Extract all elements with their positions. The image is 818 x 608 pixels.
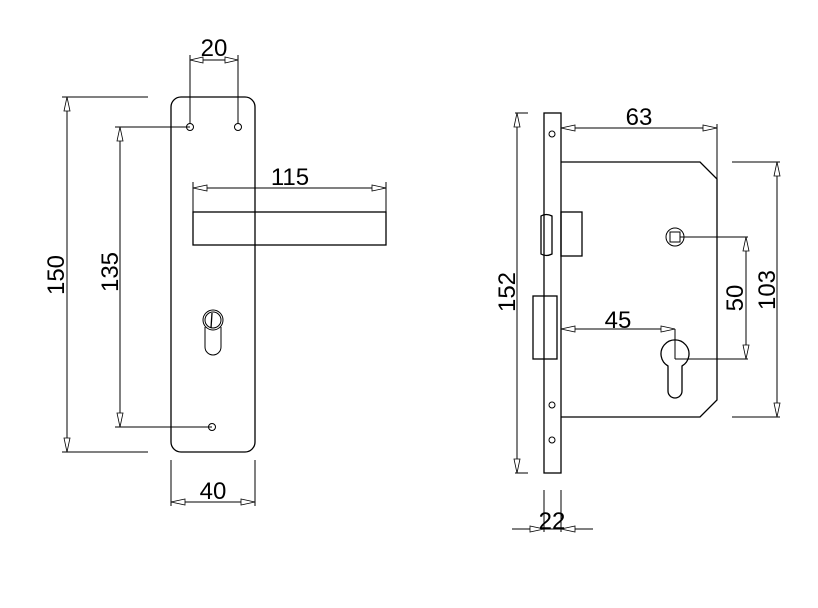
screw-hole	[548, 401, 556, 409]
dimension-label: 50	[722, 285, 749, 312]
cylinder-keyhole	[660, 339, 690, 399]
dimension-45: 45	[560, 307, 676, 359]
cylinder-keyhole	[202, 309, 224, 356]
dimension-103: 103	[732, 161, 781, 418]
dimension-label: 150	[43, 255, 70, 295]
dimension-label: 152	[494, 272, 521, 312]
dimension-label: 115	[271, 164, 309, 191]
dimension-label: 20	[201, 35, 228, 62]
latch-bolt	[540, 211, 583, 257]
dimension-150: 150	[43, 96, 148, 453]
dimension-40: 40	[170, 460, 256, 506]
dimension-135: 135	[97, 126, 212, 428]
faceplate	[543, 112, 562, 474]
screw-hole	[234, 123, 242, 131]
lever-handle	[192, 211, 387, 246]
handle-plate-view: 20 150 135 115	[43, 35, 387, 506]
dimension-63: 63	[560, 104, 718, 180]
lock-case	[561, 161, 718, 418]
dead-bolt	[532, 295, 558, 360]
back-plate	[170, 96, 256, 453]
lock-body-view: 63 152 45 50	[494, 104, 781, 535]
dimension-50: 50	[675, 236, 750, 360]
dimension-22: 22	[512, 490, 593, 535]
dimension-label: 135	[97, 252, 124, 292]
dimension-152: 152	[494, 112, 528, 474]
screw-hole	[548, 436, 556, 444]
dimension-20: 20	[189, 35, 239, 124]
dimension-label: 45	[605, 307, 632, 334]
dimension-label: 63	[626, 104, 653, 131]
dimension-label: 40	[200, 478, 227, 505]
dimension-label: 103	[754, 270, 781, 310]
dimension-label: 22	[539, 508, 566, 535]
dimension-115: 115	[192, 164, 387, 212]
screw-hole	[548, 130, 556, 138]
